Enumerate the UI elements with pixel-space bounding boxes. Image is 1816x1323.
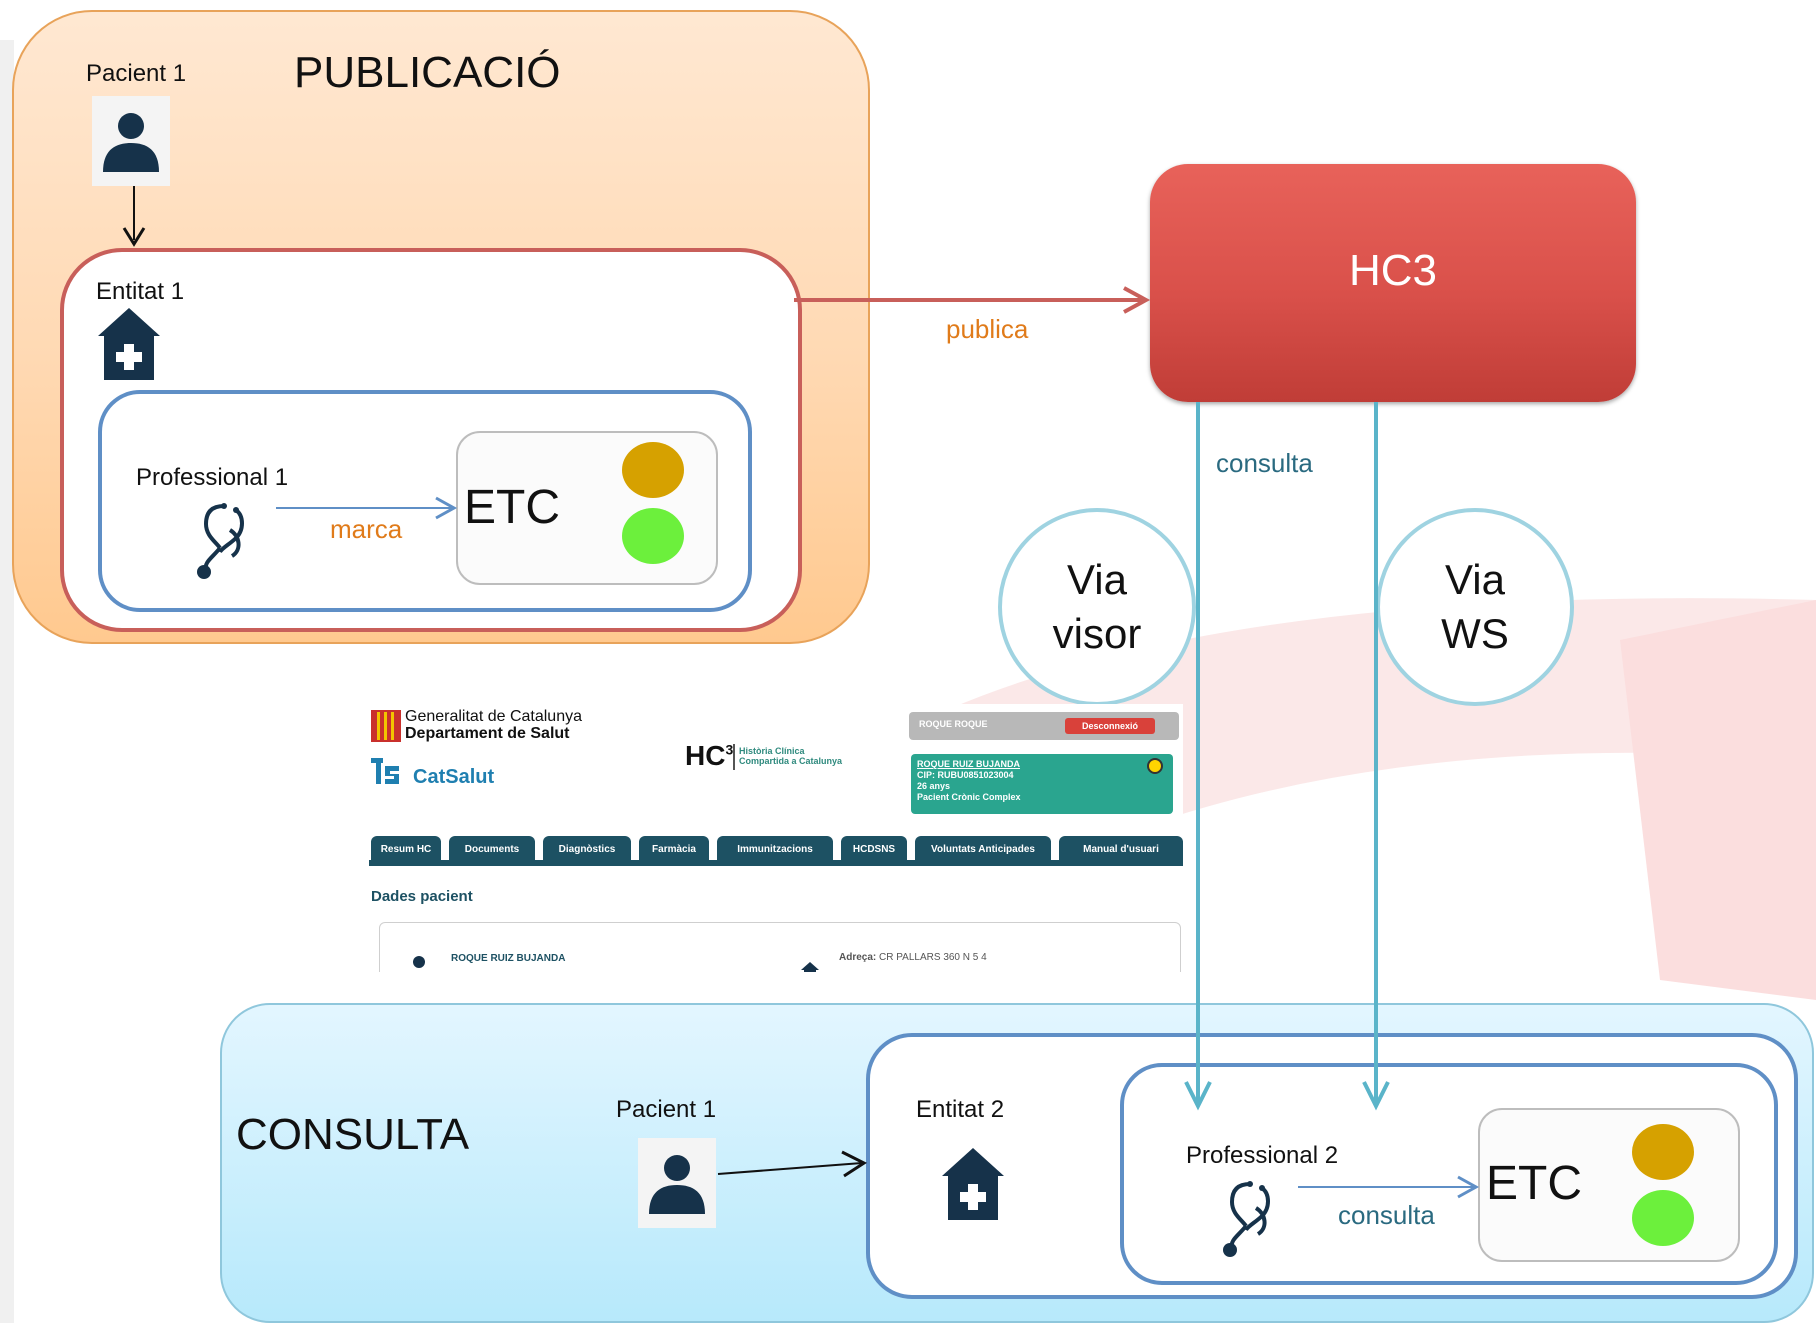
- publication-title: PUBLICACIÓ: [294, 48, 561, 97]
- tab-immunitzacions[interactable]: Immunitzacions: [717, 836, 833, 864]
- stethoscope-icon: [190, 500, 250, 585]
- org-line2: Departament de Salut: [405, 725, 570, 742]
- hc3-brand: HC3: [685, 740, 733, 772]
- amber-light: [1632, 1124, 1694, 1180]
- tab-manual-usuari[interactable]: Manual d'usuari: [1059, 836, 1183, 864]
- hc3-brand-text: HC: [685, 740, 726, 771]
- tab-resum-hc[interactable]: Resum HC: [371, 836, 441, 864]
- org-line1: Generalitat de Catalunya: [405, 708, 582, 725]
- tab-hcdsns[interactable]: HCDSNS: [841, 836, 907, 864]
- tab-documents[interactable]: Documents: [449, 836, 535, 864]
- stethoscope-icon: [1216, 1178, 1276, 1263]
- consult-label: consulta: [1338, 1200, 1435, 1230]
- via-visor-line2: visor: [1052, 610, 1142, 657]
- patient-name[interactable]: ROQUE RUIZ BUJANDA: [917, 759, 1021, 769]
- address-label: Adreça:: [839, 952, 877, 963]
- entity1-label: Entitat 1: [96, 278, 185, 305]
- patient-age: 26 anys: [917, 781, 951, 791]
- patient-status: Pacient Crònic Complex: [917, 792, 1021, 802]
- via-visor-line1: Via: [1067, 556, 1127, 603]
- house-icon: [801, 962, 819, 972]
- tab-farmacia[interactable]: Farmàcia: [639, 836, 709, 864]
- etc2-label: ETC: [1486, 1157, 1582, 1210]
- address-value: CR PALLARS 360 N 5 4: [879, 952, 987, 963]
- brand-divider: [733, 744, 735, 770]
- patient-icon: [92, 96, 170, 186]
- catsalut-logo-icon: [371, 758, 399, 784]
- mark-label: marca: [330, 514, 403, 544]
- patient-card: [911, 754, 1173, 814]
- hc3-sub2: Compartida a Catalunya: [739, 756, 843, 766]
- hc3-brand-sup: 3: [725, 741, 734, 758]
- tab-bar: [369, 860, 1183, 866]
- via-ws-line1: Via: [1445, 556, 1505, 603]
- professional2-label: Professional 2: [1186, 1142, 1339, 1169]
- patient-cip: CIP: RUBU0851023004: [917, 770, 1014, 780]
- amber-light: [622, 442, 684, 498]
- section-title: Dades pacient: [371, 888, 473, 905]
- generalitat-logo-icon: [371, 710, 401, 742]
- consult-query-label: consulta: [1216, 448, 1313, 478]
- patient1-label: Pacient 1: [86, 60, 187, 87]
- consultation-title: CONSULTA: [236, 1110, 470, 1159]
- person-icon: [413, 956, 425, 968]
- card-name: ROQUE RUIZ BUJANDA: [451, 953, 566, 964]
- hospital-icon: [940, 1146, 1006, 1227]
- hc3-label: HC3: [1348, 246, 1438, 295]
- etc2-box: [1478, 1108, 1740, 1262]
- hc3-sub1: Història Clínica: [739, 746, 805, 756]
- user-name: ROQUE ROQUE: [919, 719, 988, 729]
- logout-button[interactable]: Desconnexió: [1065, 718, 1155, 734]
- green-light: [622, 508, 684, 564]
- tab-diagnostics[interactable]: Diagnòstics: [543, 836, 631, 864]
- via-visor-circle: Via visor: [998, 508, 1196, 706]
- status-light-icon: [1147, 758, 1163, 774]
- via-ws-line2: WS: [1441, 610, 1509, 657]
- etc1-label: ETC: [464, 481, 560, 534]
- entity2-label: Entitat 2: [916, 1096, 1005, 1123]
- address-row: Adreça: CR PALLARS 360 N 5 4: [839, 952, 987, 963]
- patient1-consult-label: Pacient 1: [616, 1096, 717, 1123]
- hospital-icon: [96, 306, 162, 387]
- tab-voluntats-anticipades[interactable]: Voluntats Anticipades: [915, 836, 1051, 864]
- patient-data-card: [379, 922, 1181, 972]
- hc3-viewer-screenshot: Generalitat de Catalunya Departament de …: [369, 704, 1183, 972]
- professional1-label: Professional 1: [136, 464, 289, 491]
- green-light: [1632, 1190, 1694, 1246]
- hc3-node: HC3: [1150, 164, 1636, 402]
- catsalut-label: CatSalut: [413, 766, 495, 788]
- publish-label: publica: [946, 314, 1029, 344]
- patient-icon: [638, 1138, 716, 1228]
